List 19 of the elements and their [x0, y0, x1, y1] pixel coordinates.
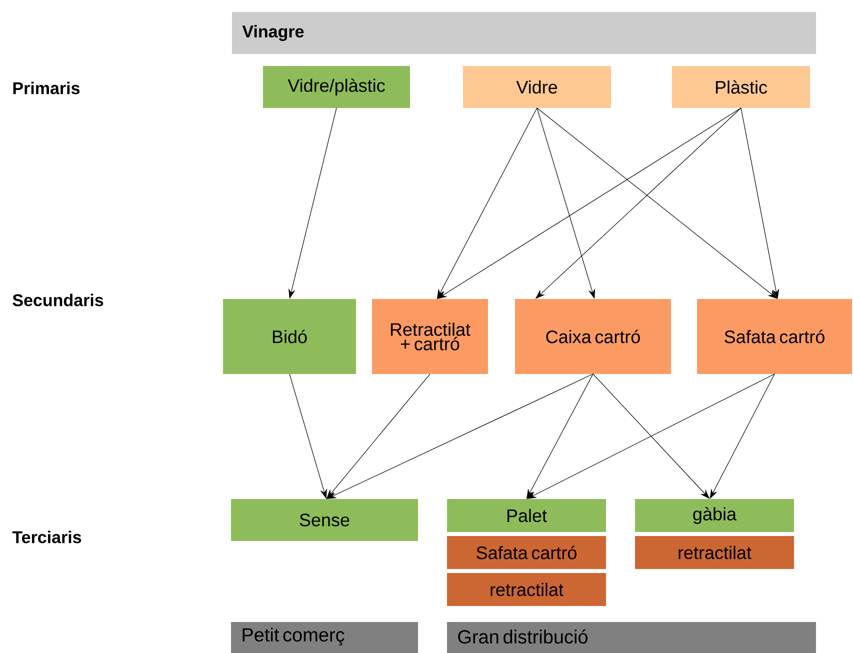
process-box: Plàstic	[672, 66, 810, 108]
header-bar: Petit comerç	[231, 622, 418, 653]
process-box: retractilat	[635, 536, 794, 569]
process-box: Vidre/plàstic	[263, 66, 410, 108]
process-box: gàbia	[635, 499, 794, 532]
header-bar: Gran distribució	[447, 622, 816, 653]
process-box: Retractilat + cartró	[372, 299, 488, 374]
process-box: Bidó	[223, 299, 356, 374]
process-box: Palet	[447, 499, 606, 532]
process-box: Caixa cartró	[515, 299, 671, 374]
process-box: Safata cartró	[447, 536, 606, 569]
row-label: Terciaris	[12, 530, 82, 544]
process-box: Safata cartró	[697, 299, 852, 374]
row-label: Primaris	[13, 82, 80, 94]
row-label: Secundaris	[12, 294, 104, 306]
process-box: retractilat	[447, 573, 606, 606]
process-box: Sense	[231, 499, 418, 541]
process-box: Vidre	[463, 66, 611, 108]
header-bar: Vinagre	[232, 12, 816, 54]
